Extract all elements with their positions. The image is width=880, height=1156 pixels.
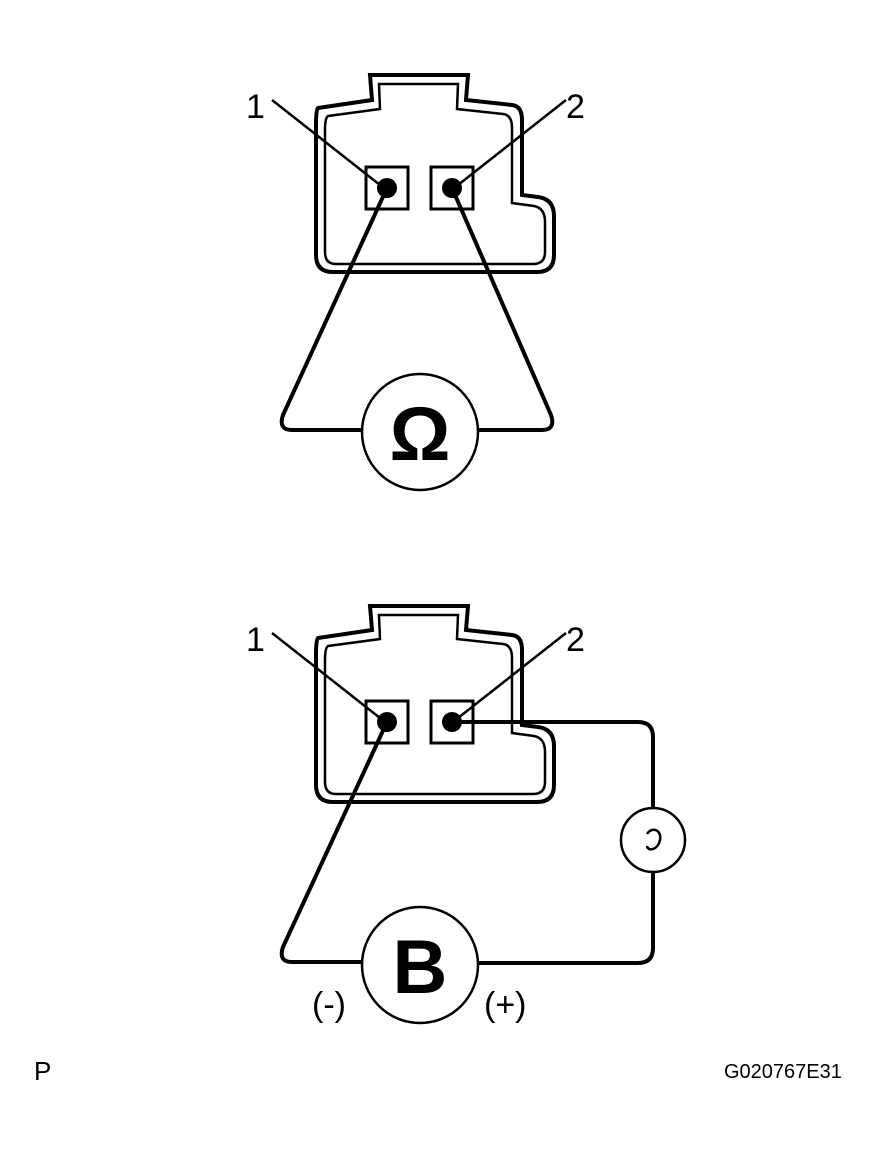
probe-lead-2 [450, 186, 555, 432]
negative-label: (-) [312, 986, 346, 1024]
terminal-1 [364, 699, 410, 745]
lamp-to-battery-lead [475, 870, 655, 965]
pin-2-leader [457, 99, 567, 186]
probe-lead-1 [279, 186, 389, 432]
bottom-diagram: 1 2 B (-) (+) [246, 604, 687, 1025]
test-lamp-icon [619, 806, 687, 874]
ohmmeter-icon: Ω [360, 372, 480, 492]
pin-1-label: 1 [246, 621, 265, 659]
battery-symbol: B [393, 925, 448, 1010]
negative-lead [279, 720, 389, 964]
pin-2-leader [457, 632, 567, 719]
positive-lead [450, 720, 655, 810]
pin-1-leader [271, 632, 381, 719]
pin-1-leader [271, 99, 381, 186]
battery-icon: B [360, 905, 480, 1025]
ohm-symbol: Ω [390, 392, 451, 477]
pin-2-label: 2 [566, 621, 585, 659]
figure-code: G020767E31 [724, 1061, 842, 1083]
corner-mark: P [34, 1056, 51, 1086]
top-diagram: 1 2 Ω [246, 73, 585, 492]
pin-1-label: 1 [246, 88, 265, 126]
positive-label: (+) [484, 986, 527, 1024]
pin-2-label: 2 [566, 88, 585, 126]
